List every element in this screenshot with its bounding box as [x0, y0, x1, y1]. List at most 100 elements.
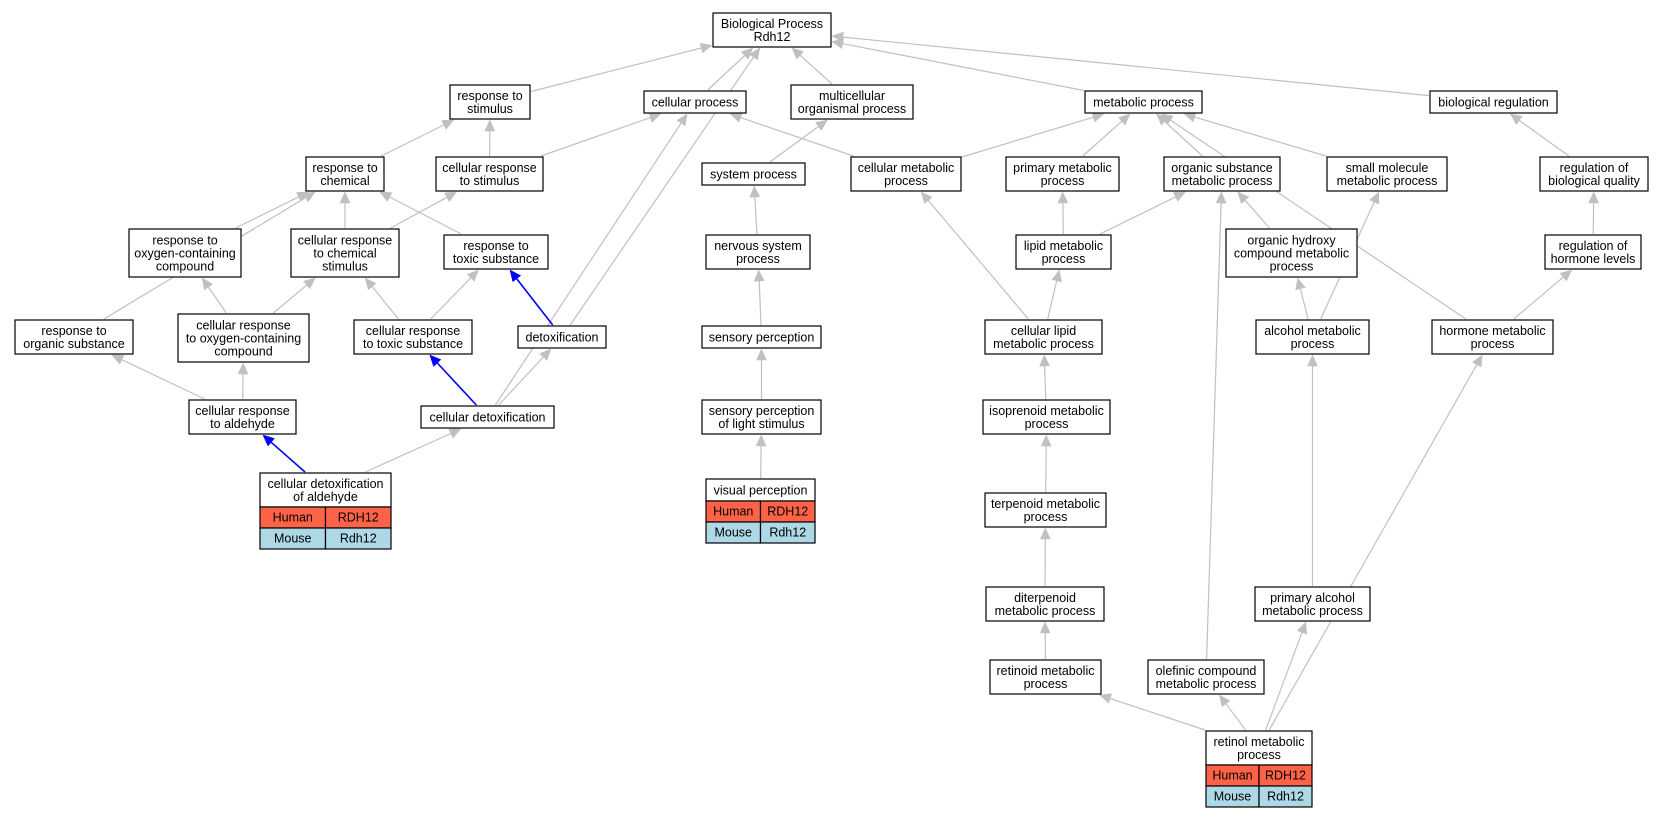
arrowhead-cell_lipid-to-lipid_met [1051, 269, 1062, 283]
arrowhead-bio_reg-to-bp [831, 31, 844, 43]
node-box [128, 228, 242, 278]
node-box [850, 156, 962, 192]
node-label-line: metabolic process [1172, 174, 1273, 188]
edge-layer [103, 31, 1599, 731]
arrowhead-cell_resp_oxy-to-cell_resp_chem [303, 277, 316, 290]
node-label-line: organic hydroxy [1247, 234, 1336, 248]
node-label-line: of aldehyde [293, 490, 358, 504]
arrowhead-cell_resp_stim-to-cell_proc [648, 112, 662, 123]
node-bio-reg[interactable]: biological regulation [1429, 90, 1558, 114]
node-label-line: terpenoid metabolic [991, 497, 1100, 511]
node-label-line: organic substance [23, 337, 125, 351]
node-sens-perc[interactable]: sensory perception [701, 325, 822, 349]
node-label-line: cellular response [298, 234, 393, 248]
node-box [1005, 156, 1120, 192]
node-detox[interactable]: detoxification [517, 325, 607, 349]
node-box [353, 319, 473, 355]
edge-alcohol_met-to-org_hydroxy [1299, 288, 1309, 320]
arrowhead-org_hydroxy-to-org_sub_met [1237, 191, 1250, 205]
edge-org_sub_met-to-met_proc [1164, 120, 1203, 157]
species-label: Mouse [1214, 790, 1252, 804]
node-label-line: metabolic process [993, 337, 1094, 351]
node-label-line: hormone metabolic [1439, 324, 1545, 338]
arrowhead-cell_resp_chem-to-resp_chem [339, 191, 351, 204]
species-label: Human [713, 505, 753, 519]
node-label-line: regulation of [1560, 161, 1629, 175]
node-cell-detox[interactable]: cellular detoxification [420, 405, 555, 429]
edge-detox-to-resp_toxic [516, 278, 554, 326]
node-label-line: process [1042, 252, 1086, 266]
node-label-line: compound [156, 260, 214, 274]
node-label-line: biological quality [1548, 174, 1640, 188]
node-label-line: process [1291, 337, 1335, 351]
node-label-line: process [1237, 748, 1281, 762]
node-box [290, 228, 400, 278]
node-label-line: cellular metabolic [858, 161, 955, 175]
edge-resp_toxic-to-resp_chem [389, 196, 462, 235]
edge-cell_detox_ald-to-cell_resp_ald [270, 441, 306, 473]
node-cell-proc[interactable]: cellular process [643, 90, 747, 114]
node-label-line: cellular process [652, 96, 739, 110]
edge-multi_org-to-bp [799, 54, 833, 85]
gene-cell [759, 521, 816, 544]
node-sys-proc[interactable]: system process [701, 162, 806, 186]
arrowhead-sens_perc-to-nerv_sys [753, 269, 765, 282]
node-met-proc[interactable]: metabolic process [1084, 90, 1203, 114]
node-box [1225, 228, 1358, 278]
edge-cell_resp_oxy-to-resp_oxy [207, 286, 227, 314]
arrowhead-cell_detox_ald-to-cell_resp_ald [262, 434, 275, 447]
node-label-line: to oxygen-containing [186, 332, 301, 346]
arrowhead-resp_toxic-to-resp_chem [379, 191, 393, 202]
node-label-line: process [1041, 174, 1085, 188]
edge-isoprenoid-to-cell_lipid [1044, 365, 1047, 400]
node-label-line: small molecule [1346, 161, 1429, 175]
edge-horm_met-to-reg_horm [1513, 276, 1564, 320]
node-label-line: hormone levels [1551, 252, 1636, 266]
arrowhead-cell_detox-to-detox [539, 348, 552, 361]
node-box [305, 156, 385, 192]
edge-org_hydroxy-to-org_sub_met [1244, 199, 1270, 229]
node-label-line: metabolic process [1156, 677, 1257, 691]
node-box [449, 84, 531, 120]
gene-symbol: RDH12 [767, 505, 808, 519]
arrowhead-nerv_sys-to-sys_proc [749, 185, 761, 198]
node-box [1084, 90, 1203, 114]
node-label-line: compound [214, 345, 272, 359]
arrowhead-terpenoid-to-isoprenoid [1040, 434, 1052, 447]
arrowhead-resp_chem-to-resp_stim [441, 119, 455, 130]
